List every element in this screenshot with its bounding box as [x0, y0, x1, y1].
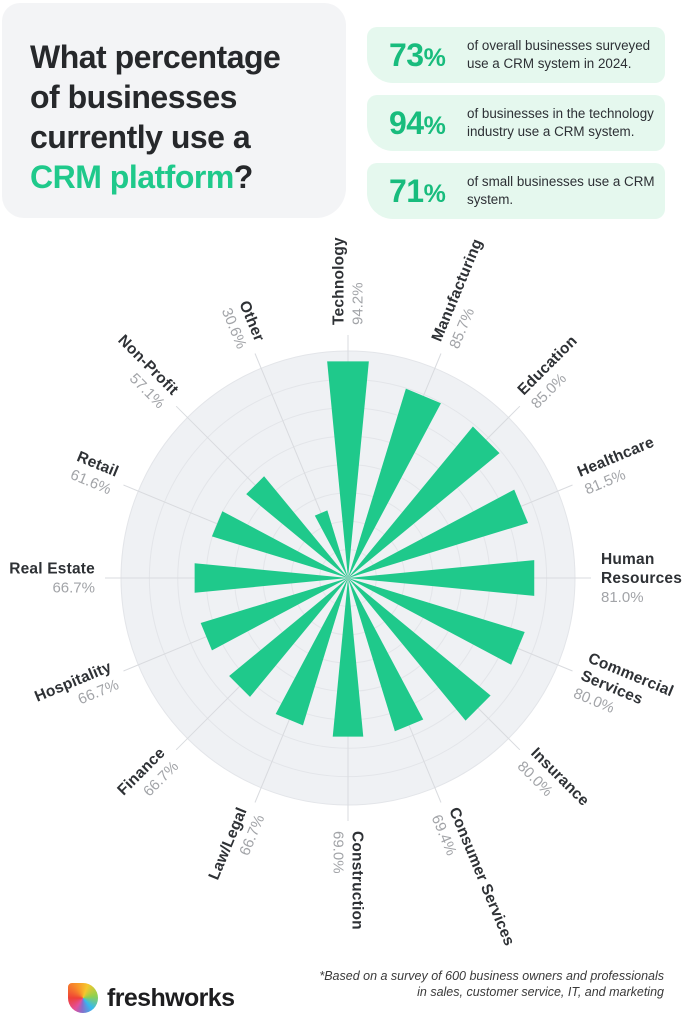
stat-box-technology: 94% of businesses in the technology indu…	[367, 95, 665, 151]
chart-bar	[194, 563, 348, 593]
stat-description: of businesses in the technology industry…	[467, 106, 654, 139]
stat-description: of overall businesses surveyed use a CRM…	[467, 38, 651, 71]
chart-label: Consumer Services69.4%	[428, 805, 518, 956]
percent-sign: %	[423, 111, 446, 140]
stat-box-small-business: 71% of small businesses use a CRM system…	[367, 163, 665, 219]
chart-label: Education85.0%	[515, 332, 595, 412]
brand-lockup: freshworks	[68, 983, 235, 1013]
freshworks-logo-icon	[68, 983, 98, 1013]
stat-description: of small businesses use a CRM system.	[467, 174, 655, 207]
chart-label: Hospitality66.7%	[32, 659, 121, 723]
chart-bar	[200, 578, 348, 651]
chart-bar	[348, 578, 491, 721]
chart-label: Healthcare81.5%	[575, 434, 664, 498]
chart-bar	[327, 361, 369, 578]
stat-value: 94%	[389, 104, 446, 141]
chart-label: Manufacturing85.7%	[429, 237, 504, 352]
chart-bar	[348, 426, 500, 578]
stat-value: 71%	[389, 172, 446, 209]
chart-bar	[211, 511, 348, 578]
chart-label: Construction69.0%	[330, 831, 366, 930]
chart-bar	[314, 510, 348, 578]
chart-label: Non-Profit57.1%	[101, 332, 181, 412]
chart-bar	[348, 578, 424, 732]
brand-wordmark: freshworks	[107, 983, 235, 1012]
chart-label: Insurance80.0%	[514, 745, 593, 824]
chart-label: Finance66.7%	[114, 744, 182, 812]
stat-value: 73%	[389, 36, 446, 73]
chart-label: Retail61.6%	[67, 448, 121, 498]
chart-label: Law/Legal66.7%	[206, 805, 269, 890]
chart-bar	[332, 578, 364, 737]
chart-bar	[348, 560, 535, 596]
title-highlight: CRM platform	[30, 159, 234, 195]
chart-bar	[348, 489, 529, 578]
title-card: What percentage of businesses currently …	[2, 3, 346, 218]
chart-label: CommercialServices80.0%	[571, 650, 676, 736]
chart-bar	[348, 388, 441, 578]
chart-bar	[348, 578, 525, 665]
chart-bar	[246, 476, 348, 578]
chart-bar	[275, 578, 348, 726]
chart-label: Other30.6%	[218, 298, 268, 351]
chart-bar	[229, 578, 348, 697]
title-text: What percentage of businesses currently …	[30, 39, 281, 155]
title-question-mark: ?	[233, 159, 254, 195]
percent-sign: %	[423, 43, 446, 72]
percent-sign: %	[423, 179, 446, 208]
footnote: *Based on a survey of 600 business owner…	[319, 969, 664, 1000]
page-title: What percentage of businesses currently …	[2, 3, 346, 197]
stat-box-overall: 73% of overall businesses surveyed use a…	[367, 27, 665, 83]
